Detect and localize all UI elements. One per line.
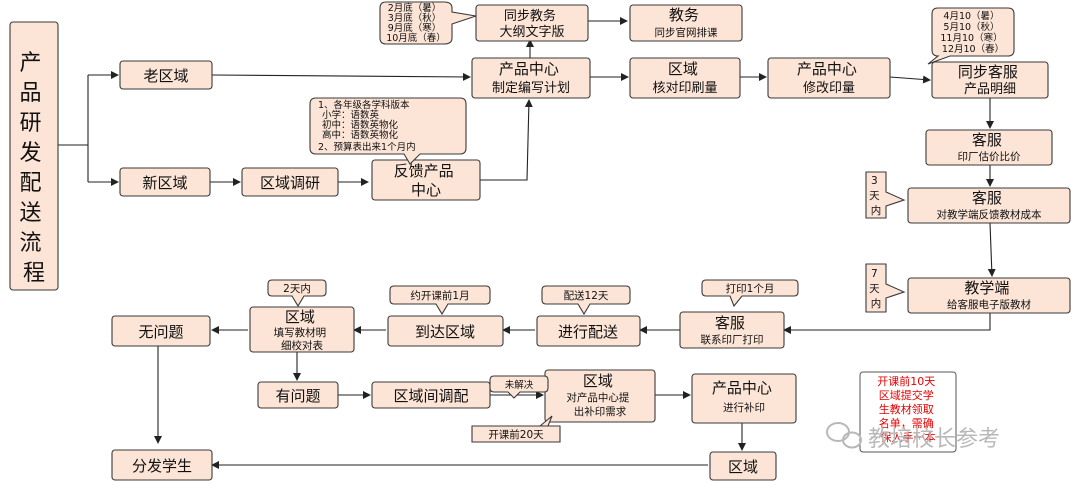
edge-teaching-to-print bbox=[783, 313, 991, 334]
node-region-research: 区域调研 bbox=[241, 167, 339, 197]
edge-old-to-plan bbox=[211, 72, 471, 81]
svg-text:客服 对教学端反馈教材成本: 客服 对教学端反馈教材成本 bbox=[937, 189, 1042, 221]
svg-text:未解决: 未解决 bbox=[505, 379, 534, 391]
callout-delivery-days: 配送12天 bbox=[541, 285, 631, 316]
edge-modify-to-cssync bbox=[889, 75, 931, 84]
callout-one-month-before: 约开课前1月 bbox=[389, 285, 491, 316]
svg-text:3 天 内: 3 天 内 bbox=[869, 175, 883, 217]
edge-feedback-to-plan bbox=[480, 99, 533, 181]
title-char-7: 流 bbox=[19, 231, 41, 256]
svg-text:分发学生: 分发学生 bbox=[132, 457, 192, 475]
svg-text:客服 联系印厂打印: 客服 联系印厂打印 bbox=[701, 314, 764, 346]
svg-text:打印1个月: 打印1个月 bbox=[726, 282, 775, 295]
callout-seven-days: 7 天 内 bbox=[865, 263, 906, 313]
svg-text:配送12天: 配送12天 bbox=[564, 289, 609, 302]
node-arrive-region: 到达区域 bbox=[387, 315, 504, 347]
node-no-problem: 无问题 bbox=[111, 315, 211, 347]
node-sync-jiaowu: 同步教务 大纲文字版 bbox=[475, 4, 589, 42]
title-char-1: 产 bbox=[19, 51, 41, 76]
node-jiaowu: 教务 同步官网排课 bbox=[629, 4, 743, 42]
svg-text:老区域: 老区域 bbox=[143, 67, 188, 85]
callout-three-days: 3 天 内 bbox=[865, 171, 906, 219]
node-region-transfer: 区域间调配 bbox=[371, 381, 491, 409]
callout-subjects: 1、各年级各学科版本 小学：语数英 初中：语数英物化 高中：语数英物化 2、预算… bbox=[309, 97, 467, 165]
svg-text:2月底（暑） 3月底（秋） 9月底（: 2月底（暑） 3月底（秋） 9月底（寒） 10月底（春） bbox=[386, 2, 446, 44]
svg-text:区域间调配: 区域间调配 bbox=[393, 387, 468, 405]
title-char-3: 研 bbox=[19, 111, 41, 136]
svg-text:区域 填写教材明 细校对表: 区域 填写教材明 细校对表 bbox=[274, 308, 331, 352]
svg-text:产品中心 制定编写计划: 产品中心 制定编写计划 bbox=[492, 60, 570, 96]
title-box: 产 品 研 发 配 送 流 程 bbox=[9, 21, 59, 291]
title-char-4: 发 bbox=[19, 141, 41, 166]
node-cs-feedback: 客服 对教学端反馈教材成本 bbox=[907, 187, 1071, 224]
node-distribute: 分发学生 bbox=[111, 449, 213, 481]
svg-text:区域 对产品中心提 出补印需求: 区域 对产品中心提 出补印需求 bbox=[566, 372, 633, 418]
node-pc-plan: 产品中心 制定编写计划 bbox=[471, 57, 591, 99]
title-char-8: 程 bbox=[23, 261, 45, 286]
svg-text:同步教务 大纲文字版: 同步教务 大纲文字版 bbox=[499, 8, 564, 40]
svg-text:教培校长参考: 教培校长参考 bbox=[868, 427, 1000, 452]
svg-text:区域 核对印刷量: 区域 核对印刷量 bbox=[652, 60, 717, 96]
node-has-problem: 有问题 bbox=[257, 381, 339, 409]
svg-text:同步客服 产品明细: 同步客服 产品明细 bbox=[958, 63, 1022, 97]
node-old-region: 老区域 bbox=[119, 60, 213, 90]
callout-print-month: 打印1个月 bbox=[701, 279, 799, 308]
node-region-fill: 区域 填写教材明 细校对表 bbox=[249, 306, 355, 353]
svg-text:教务 同步官网排课: 教务 同步官网排课 bbox=[655, 6, 718, 39]
node-region-final: 区域 bbox=[709, 451, 777, 481]
callout-twenty-days: 开课前20天 bbox=[471, 415, 561, 443]
callout-two-days: 2天内 bbox=[267, 279, 327, 308]
node-region-check: 区域 核对印刷量 bbox=[629, 57, 741, 99]
svg-text:教学端 给客服电子版教材: 教学端 给客服电子版教材 bbox=[947, 279, 1031, 311]
title-text: 产 品 研 发 配 送 流 程 bbox=[19, 51, 48, 286]
svg-text:反馈产品 中心: 反馈产品 中心 bbox=[394, 162, 459, 199]
callout-unresolved: 未解决 bbox=[489, 375, 549, 399]
callout-dates-right: 4月10（暑） 5月10（秋） 11月10（寒） 12月10（春） bbox=[927, 7, 1015, 65]
title-char-2: 品 bbox=[19, 81, 41, 106]
node-pc-modify: 产品中心 修改印量 bbox=[767, 57, 891, 99]
svg-text:客服 印厂估价比价: 客服 印厂估价比价 bbox=[958, 131, 1021, 163]
node-cs-quote: 客服 印厂估价比价 bbox=[925, 129, 1053, 166]
svg-text:4月10（暑） 5月10（秋） 11: 4月10（暑） 5月10（秋） 11月10（寒） 12月10（春） bbox=[940, 10, 1005, 55]
svg-text:开课前20天: 开课前20天 bbox=[488, 428, 544, 441]
node-region-request: 区域 对产品中心提 出补印需求 bbox=[544, 369, 656, 423]
svg-text:7 天 内: 7 天 内 bbox=[869, 268, 883, 310]
svg-text:开课前10天 区域提交学 生教材领取: 开课前10天 区域提交学 生教材领取 名单，需确 保人手一本 bbox=[877, 374, 939, 444]
svg-text:1、各年级各学科版本 小学：语数英: 1、各年级各学科版本 小学：语数英 初中：语数英物化 高中：语数英物化 2、预算… bbox=[318, 99, 416, 153]
callout-dates-left: 2月底（暑） 3月底（秋） 9月底（寒） 10月底（春） bbox=[379, 1, 477, 45]
note-box: 开课前10天 区域提交学 生教材领取 名单，需确 保人手一本 bbox=[859, 371, 957, 453]
watermark: 教培校长参考 bbox=[826, 422, 1000, 452]
title-char-5: 配 bbox=[19, 171, 41, 196]
svg-text:约开课前1月: 约开课前1月 bbox=[410, 289, 469, 302]
wechat-icon bbox=[826, 422, 862, 449]
svg-text:产品中心 进行补印: 产品中心 进行补印 bbox=[712, 379, 776, 414]
svg-text:产品中心 修改印量: 产品中心 修改印量 bbox=[797, 60, 861, 96]
svg-text:区域: 区域 bbox=[728, 458, 758, 476]
node-cs-print: 客服 联系印厂打印 bbox=[679, 311, 785, 349]
svg-text:2天内: 2天内 bbox=[283, 282, 311, 295]
node-delivery: 进行配送 bbox=[536, 315, 641, 347]
node-cs-sync: 同步客服 产品明细 bbox=[931, 61, 1049, 99]
title-char-6: 送 bbox=[19, 201, 41, 226]
node-teaching-end: 教学端 给客服电子版教材 bbox=[907, 277, 1071, 314]
svg-text:有问题: 有问题 bbox=[275, 387, 320, 405]
svg-text:进行配送: 进行配送 bbox=[558, 323, 618, 341]
edge-feedback-to-teaching bbox=[987, 222, 996, 277]
svg-text:新区域: 新区域 bbox=[142, 174, 187, 192]
node-new-region: 新区域 bbox=[119, 167, 211, 197]
svg-text:区域调研: 区域调研 bbox=[260, 174, 320, 192]
svg-text:无问题: 无问题 bbox=[138, 323, 183, 341]
node-feedback-pc: 反馈产品 中心 bbox=[371, 159, 481, 201]
node-pc-reprint: 产品中心 进行补印 bbox=[691, 373, 797, 424]
svg-text:到达区域: 到达区域 bbox=[415, 323, 475, 341]
